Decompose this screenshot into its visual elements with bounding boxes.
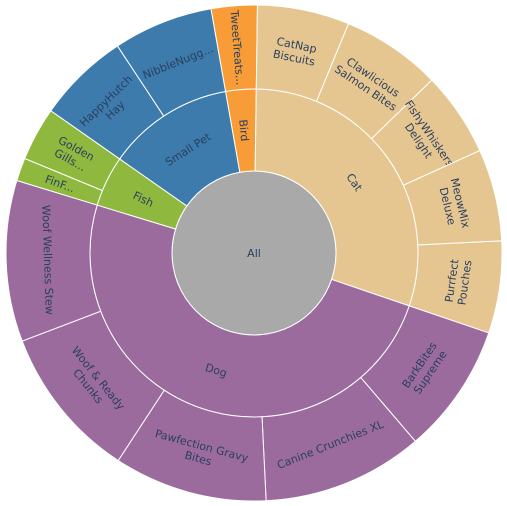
segment-bird-label: Bird [236,119,251,142]
segment-dog-label: Dog [203,361,228,380]
segment-woof-wellness-stew-label: Woof Wellness Stew [39,205,56,315]
sunburst-center-label: All [247,247,261,260]
segment-purrfect-pouches-label: PurrfectPouches [442,257,474,306]
segment-tweettreats-label: TweetTreats... [227,9,246,86]
segment-nibblenugg[interactable] [116,8,227,117]
